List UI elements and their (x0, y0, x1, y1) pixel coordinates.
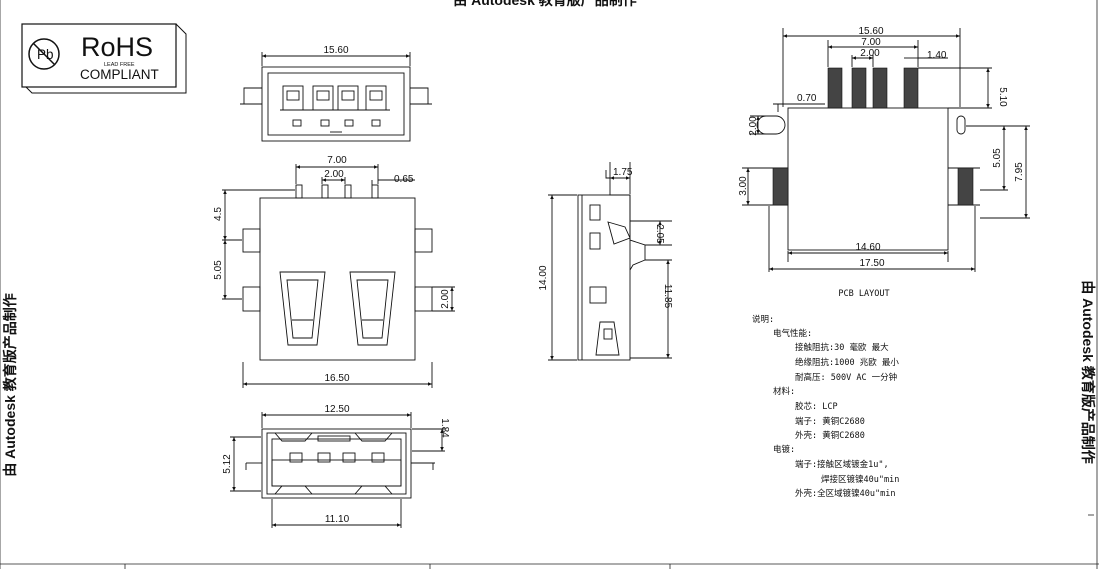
dim-front-height-top: 4.5 (213, 207, 224, 221)
notes-shell: 外壳: 黄铜C2680 (795, 430, 865, 441)
dim-pcb-offset: 0.70 (797, 93, 817, 104)
dim-side-pin-height: 2.05 (654, 224, 665, 244)
dim-front-pin-width: 0.65 (394, 174, 414, 185)
rohs-title: RoHS (81, 32, 153, 62)
dim-bottom-height-right: 1.84 (439, 418, 450, 438)
rohs-subtitle: COMPLIANT (80, 67, 159, 82)
notes-plating-shell: 外壳:全区域镀镍40u"min (795, 488, 895, 499)
dim-front-pitch-inner: 2.00 (324, 169, 344, 180)
dim-pcb-spacing: 5.05 (992, 148, 1003, 168)
spec-notes: 说明: 电气性能: 接触阻抗:30 毫欧 最大 绝缘阻抗:1000 兆欧 最小 … (752, 314, 899, 499)
watermark-top: 由 Autodesk 教育版产品制作 (453, 0, 637, 8)
pb-symbol: Pb (37, 47, 54, 62)
notes-plating: 电镀: (773, 444, 795, 455)
notes-materials: 材料: (773, 386, 795, 397)
dim-bottom-width-top: 12.50 (324, 404, 349, 415)
notes-plating-terminal-contact: 端子:接触区域镀金1u", (795, 459, 889, 470)
dim-front-pitch-outer: 7.00 (327, 155, 347, 166)
dim-front-height-mid: 5.05 (213, 260, 224, 280)
dim-pcb-pad-width: 1.40 (927, 50, 947, 61)
notes-heading: 说明: (752, 314, 774, 325)
dim-pcb-pitch-outer: 7.00 (861, 37, 881, 48)
dim-side-tab-width: 1.75 (613, 167, 633, 178)
dim-front-tab: 2.00 (440, 289, 451, 309)
pcb-layout-view (742, 28, 1030, 272)
dim-front-width: 16.50 (324, 373, 349, 384)
watermark-right: 由 Autodesk 教育版产品制作 (1080, 280, 1096, 464)
dim-bottom-height-left: 5.12 (222, 454, 233, 474)
notes-terminal: 端子: 黄铜C2680 (795, 416, 865, 427)
bottom-view (230, 412, 445, 528)
dim-pcb-pitch-inner: 2.00 (860, 48, 880, 59)
top-view (240, 52, 432, 142)
notes-electrical: 电气性能: (773, 328, 812, 339)
notes-plating-terminal-solder: 焊接区镀镍40u"min (821, 474, 899, 485)
watermark-left: 由 Autodesk 教育版产品制作 (2, 293, 18, 477)
dim-top-width: 15.60 (323, 45, 348, 56)
pcb-pads (772, 67, 974, 206)
dim-pcb-spacing-total: 7.95 (1014, 162, 1025, 182)
notes-insulation-resistance: 绝缘阻抗:1000 兆欧 最小 (795, 357, 899, 368)
lead-free-icon: Pb (28, 38, 60, 70)
dim-pcb-pad-len: 5.10 (997, 87, 1008, 107)
dim-pcb-inner-width: 14.60 (855, 242, 880, 253)
dim-bottom-width-bottom: 11.10 (325, 514, 350, 525)
front-view (222, 164, 455, 388)
side-view (548, 162, 672, 361)
notes-contact-resistance: 接触阻抗:30 毫欧 最大 (795, 342, 889, 353)
dim-side-length-inner: 11.85 (662, 284, 673, 309)
dim-pcb-width-top: 15.60 (858, 26, 883, 37)
rohs-logo: Pb RoHS LEAD FREE COMPLIANT (21, 23, 187, 94)
dim-pcb-tab-pad: 3.00 (738, 176, 749, 196)
notes-insulator: 胶芯: LCP (795, 401, 838, 412)
dim-side-length: 14.00 (538, 265, 549, 290)
rohs-lead-free: LEAD FREE (104, 62, 135, 68)
pcb-layout-label: PCB LAYOUT (838, 289, 889, 299)
dim-pcb-outer-width: 17.50 (859, 258, 884, 269)
notes-withstand-voltage: 耐高压: 500V AC 一分钟 (795, 372, 897, 383)
dim-pcb-hole: 2.00 (748, 116, 759, 136)
